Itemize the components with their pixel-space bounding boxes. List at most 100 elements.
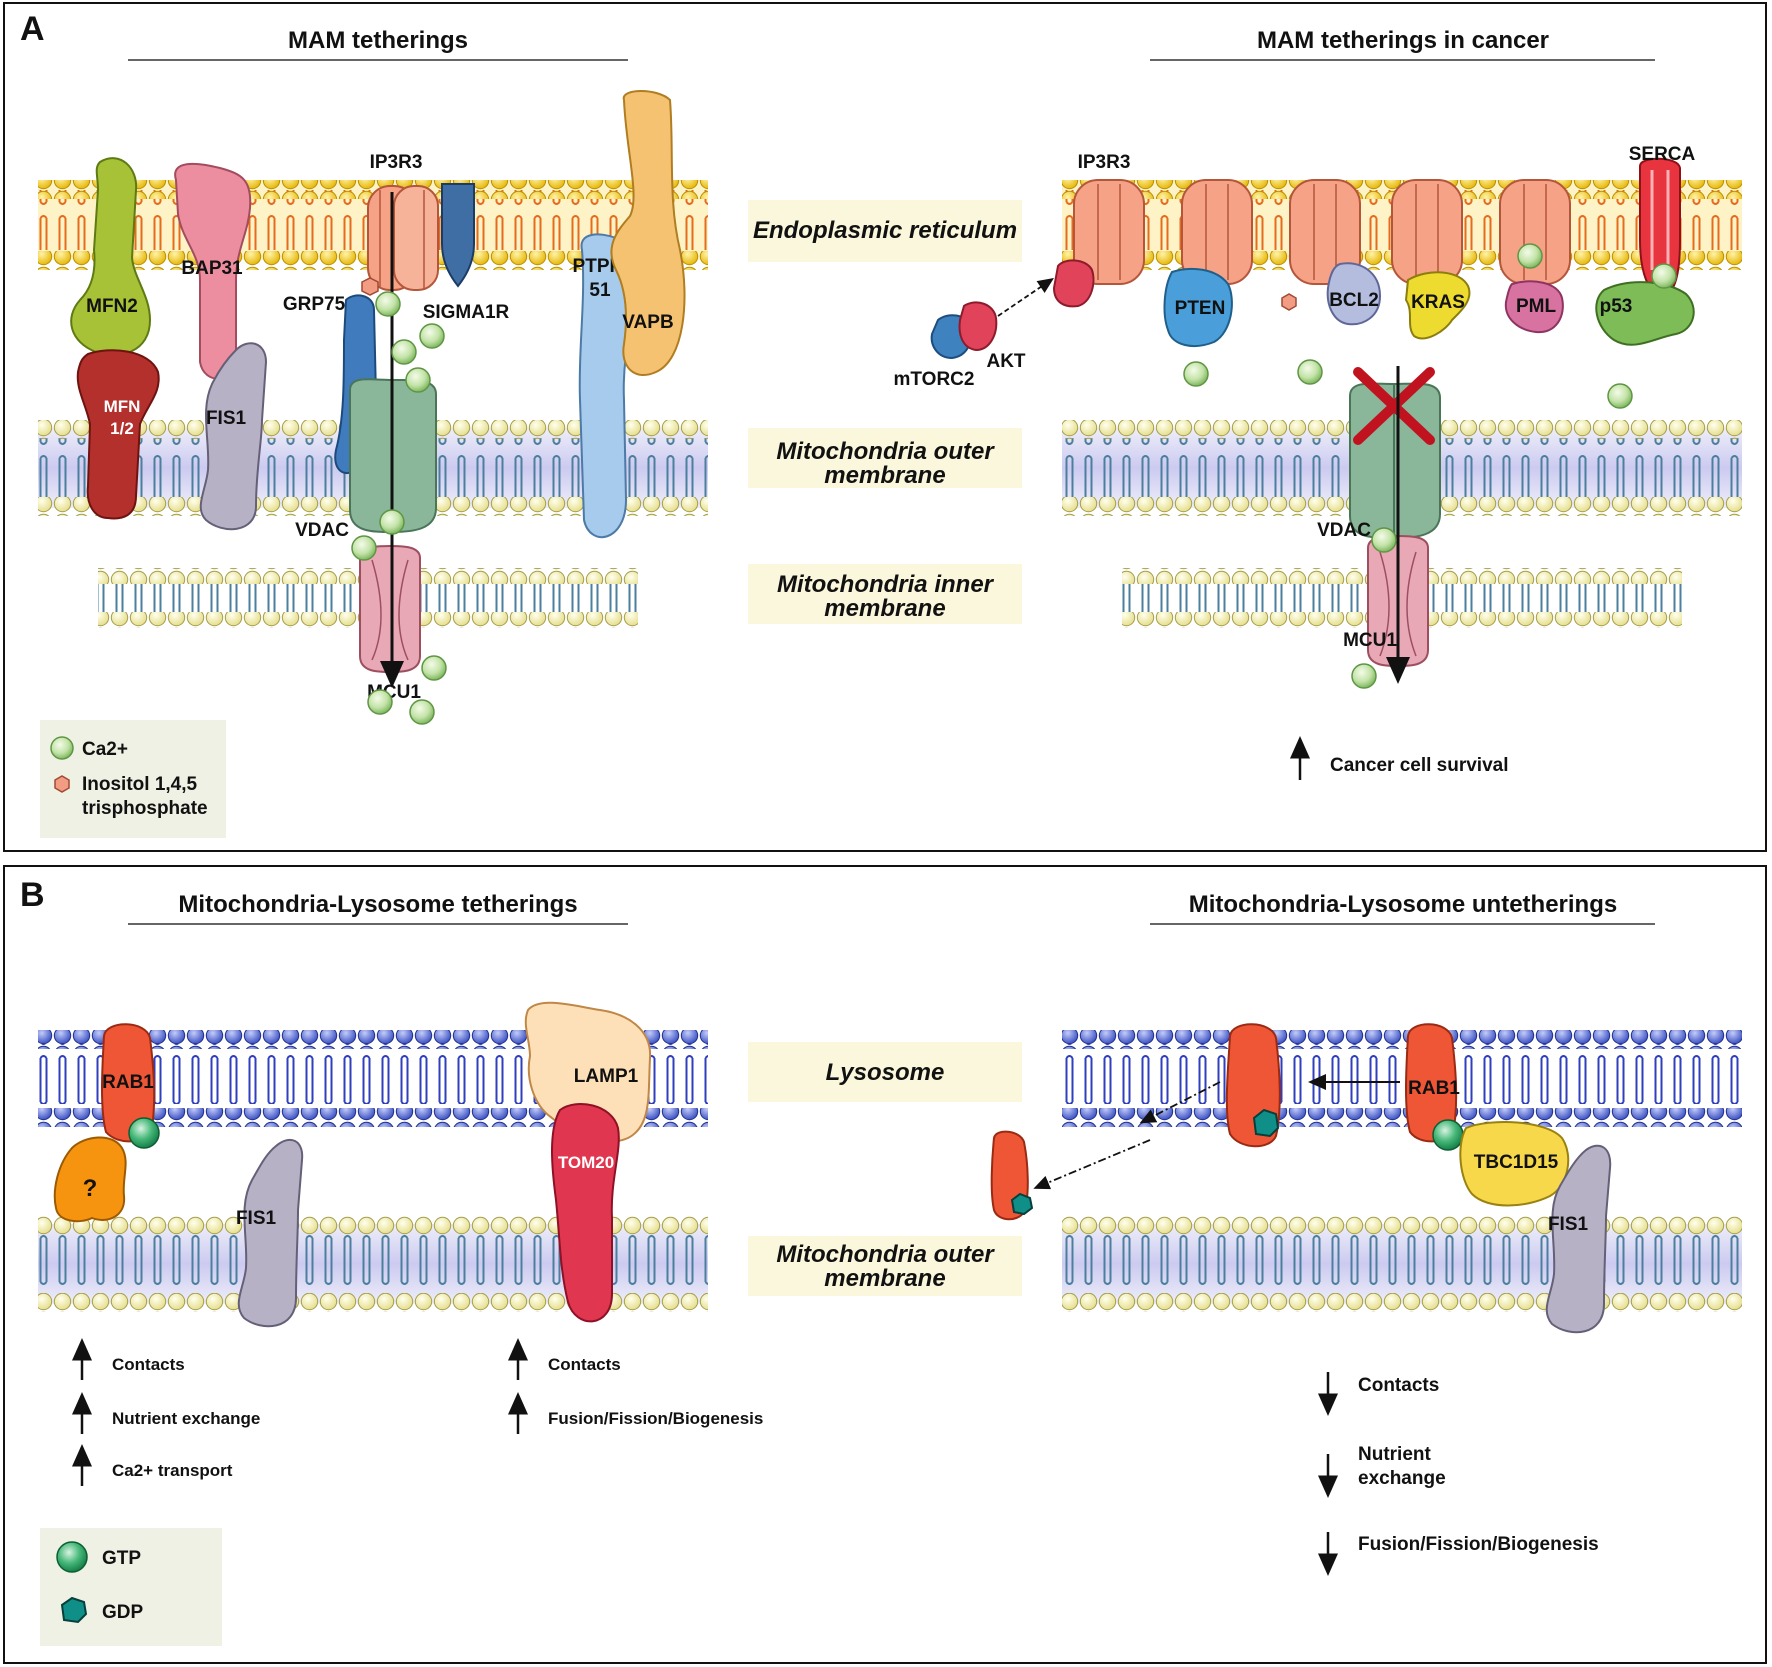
svg-text:VDAC: VDAC bbox=[1317, 520, 1371, 541]
svg-text:Lysosome: Lysosome bbox=[826, 1059, 945, 1086]
svg-text:GRP75: GRP75 bbox=[283, 294, 346, 315]
svg-text:RAB1: RAB1 bbox=[1408, 1078, 1460, 1099]
legend-a: Ca2+ Inositol 1,4,5 trisphosphate bbox=[40, 720, 226, 838]
region-mito-inner-a: Mitochondria inner membrane bbox=[748, 564, 1022, 624]
svg-text:SIGMA1R: SIGMA1R bbox=[423, 302, 510, 323]
svg-text:p53: p53 bbox=[1600, 296, 1633, 317]
svg-text:membrane: membrane bbox=[824, 462, 945, 489]
svg-text:Inositol 1,4,5: Inositol 1,4,5 bbox=[82, 774, 198, 795]
region-mito-outer-a: Mitochondria outer membrane bbox=[748, 428, 1022, 489]
svg-text:MFN: MFN bbox=[104, 397, 141, 416]
ip3-molecule bbox=[361, 277, 379, 296]
calcium-legend-icon bbox=[50, 736, 74, 760]
ip3-legend-icon bbox=[54, 775, 70, 793]
tom20-protein: TOM20 bbox=[551, 1103, 620, 1323]
rab1-protein-right: RAB1 bbox=[1405, 1023, 1460, 1143]
svg-text:Contacts: Contacts bbox=[548, 1355, 621, 1374]
svg-text:TBC1D15: TBC1D15 bbox=[1474, 1152, 1559, 1173]
kras-protein: KRAS bbox=[1404, 271, 1471, 340]
region-mito-outer-b: Mitochondria outer membrane bbox=[748, 1236, 1022, 1296]
release-arrow bbox=[1139, 1081, 1221, 1124]
rab1-detaching bbox=[1225, 1023, 1281, 1148]
svg-text:Contacts: Contacts bbox=[1358, 1375, 1439, 1396]
svg-text:Mitochondria inner: Mitochondria inner bbox=[777, 571, 995, 598]
panel-a-letter: A bbox=[20, 10, 45, 48]
svg-text:Endoplasmic reticulum: Endoplasmic reticulum bbox=[753, 217, 1017, 244]
svg-text:Ca2+: Ca2+ bbox=[82, 739, 128, 760]
legend-b: GTP GDP bbox=[40, 1528, 222, 1646]
fis1-protein-a: FIS1 bbox=[199, 342, 268, 531]
effects-left-column-1: Contacts Nutrient exchange Ca2+ transpor… bbox=[72, 1338, 260, 1486]
panel-b-letter: B bbox=[20, 876, 45, 914]
svg-text:membrane: membrane bbox=[824, 595, 945, 622]
blocked-x-icon bbox=[1353, 367, 1435, 445]
mfn12-protein: MFN 1/2 bbox=[76, 349, 160, 520]
svg-text:PML: PML bbox=[1516, 296, 1557, 317]
svg-text:trisphosphate: trisphosphate bbox=[82, 798, 208, 819]
svg-text:TOM20: TOM20 bbox=[558, 1153, 614, 1172]
region-er: Endoplasmic reticulum bbox=[748, 200, 1022, 262]
sigma1r-protein: SIGMA1R bbox=[423, 183, 510, 323]
svg-text:51: 51 bbox=[589, 280, 611, 301]
effects-left-column-2: Contacts Fusion/Fission/Biogenesis bbox=[508, 1338, 763, 1434]
svg-text:Nutrient: Nutrient bbox=[1358, 1444, 1432, 1465]
effect-cancer-survival: Cancer cell survival bbox=[1290, 736, 1509, 780]
bap31-protein: BAP31 bbox=[174, 162, 252, 380]
lysosome-membrane-right bbox=[1062, 1030, 1742, 1127]
gtp-bound-right bbox=[1432, 1119, 1464, 1151]
mito-outer-membrane-b-right bbox=[1062, 1216, 1742, 1312]
svg-text:AKT: AKT bbox=[986, 351, 1025, 372]
svg-text:Mitochondria outer: Mitochondria outer bbox=[776, 1241, 995, 1268]
svg-text:RAB1: RAB1 bbox=[102, 1072, 154, 1093]
serca-pump: SERCA bbox=[1629, 144, 1696, 302]
svg-text:Cancer cell survival: Cancer cell survival bbox=[1330, 755, 1509, 776]
panel-b-frame bbox=[3, 865, 1767, 1664]
calcium-ions-a-left bbox=[351, 291, 447, 725]
mtorc2-akt-complex: mTORC2 AKT bbox=[894, 301, 1026, 390]
release-arrow-2 bbox=[1033, 1139, 1151, 1190]
calcium-ions-a-right bbox=[1183, 243, 1677, 689]
svg-text:Fusion/Fission/Biogenesis: Fusion/Fission/Biogenesis bbox=[548, 1409, 763, 1428]
lamp1-protein: LAMP1 bbox=[524, 1001, 652, 1143]
bcl2-protein: BCL2 bbox=[1326, 262, 1382, 326]
ip3-molecule-b bbox=[1281, 293, 1297, 311]
svg-text:FIS1: FIS1 bbox=[236, 1208, 277, 1229]
svg-text:Fusion/Fission/Biogenesis: Fusion/Fission/Biogenesis bbox=[1358, 1534, 1599, 1555]
svg-text:FIS1: FIS1 bbox=[1548, 1214, 1589, 1235]
svg-text:BAP31: BAP31 bbox=[181, 258, 243, 279]
gdp-legend-icon bbox=[60, 1596, 88, 1624]
p53-protein: p53 bbox=[1595, 281, 1695, 346]
svg-text:Contacts: Contacts bbox=[112, 1355, 185, 1374]
svg-text:MFN2: MFN2 bbox=[86, 296, 138, 317]
svg-text:PTEN: PTEN bbox=[1175, 298, 1226, 319]
svg-text:VDAC: VDAC bbox=[295, 520, 349, 541]
tbc1d15-protein: TBC1D15 bbox=[1459, 1121, 1570, 1207]
svg-text:LAMP1: LAMP1 bbox=[574, 1066, 639, 1087]
svg-text:mTORC2: mTORC2 bbox=[894, 369, 975, 390]
svg-text:Nutrient exchange: Nutrient exchange bbox=[112, 1409, 260, 1428]
panel-a-frame bbox=[3, 2, 1767, 852]
region-lysosome: Lysosome bbox=[748, 1042, 1022, 1102]
svg-text:MCU1: MCU1 bbox=[1343, 630, 1397, 651]
svg-text:GTP: GTP bbox=[102, 1548, 141, 1569]
gtp-bound-left bbox=[128, 1117, 160, 1149]
akt-bound bbox=[1052, 259, 1095, 308]
svg-text:IP3R3: IP3R3 bbox=[370, 152, 423, 173]
svg-text:exchange: exchange bbox=[1358, 1468, 1446, 1489]
unknown-tether-protein: ? bbox=[53, 1136, 127, 1223]
svg-text:SERCA: SERCA bbox=[1629, 144, 1696, 165]
rab1-released bbox=[990, 1130, 1034, 1221]
pml-protein: PML bbox=[1504, 280, 1564, 334]
svg-text:KRAS: KRAS bbox=[1411, 292, 1465, 313]
rab1-protein-left: RAB1 bbox=[101, 1023, 156, 1143]
effects-right-column: Contacts Nutrient exchange Fusion/Fissio… bbox=[1318, 1372, 1599, 1576]
svg-text:?: ? bbox=[83, 1175, 98, 1202]
svg-text:BCL2: BCL2 bbox=[1329, 290, 1379, 311]
svg-text:1/2: 1/2 bbox=[110, 419, 134, 438]
gtp-legend-icon bbox=[56, 1541, 88, 1573]
svg-text:FIS1: FIS1 bbox=[206, 408, 247, 429]
svg-text:Ca2+ transport: Ca2+ transport bbox=[112, 1461, 233, 1480]
vapb-protein: VAPB bbox=[610, 90, 686, 377]
svg-text:GDP: GDP bbox=[102, 1602, 144, 1623]
fis1-protein-b-right: FIS1 bbox=[1545, 1144, 1612, 1334]
